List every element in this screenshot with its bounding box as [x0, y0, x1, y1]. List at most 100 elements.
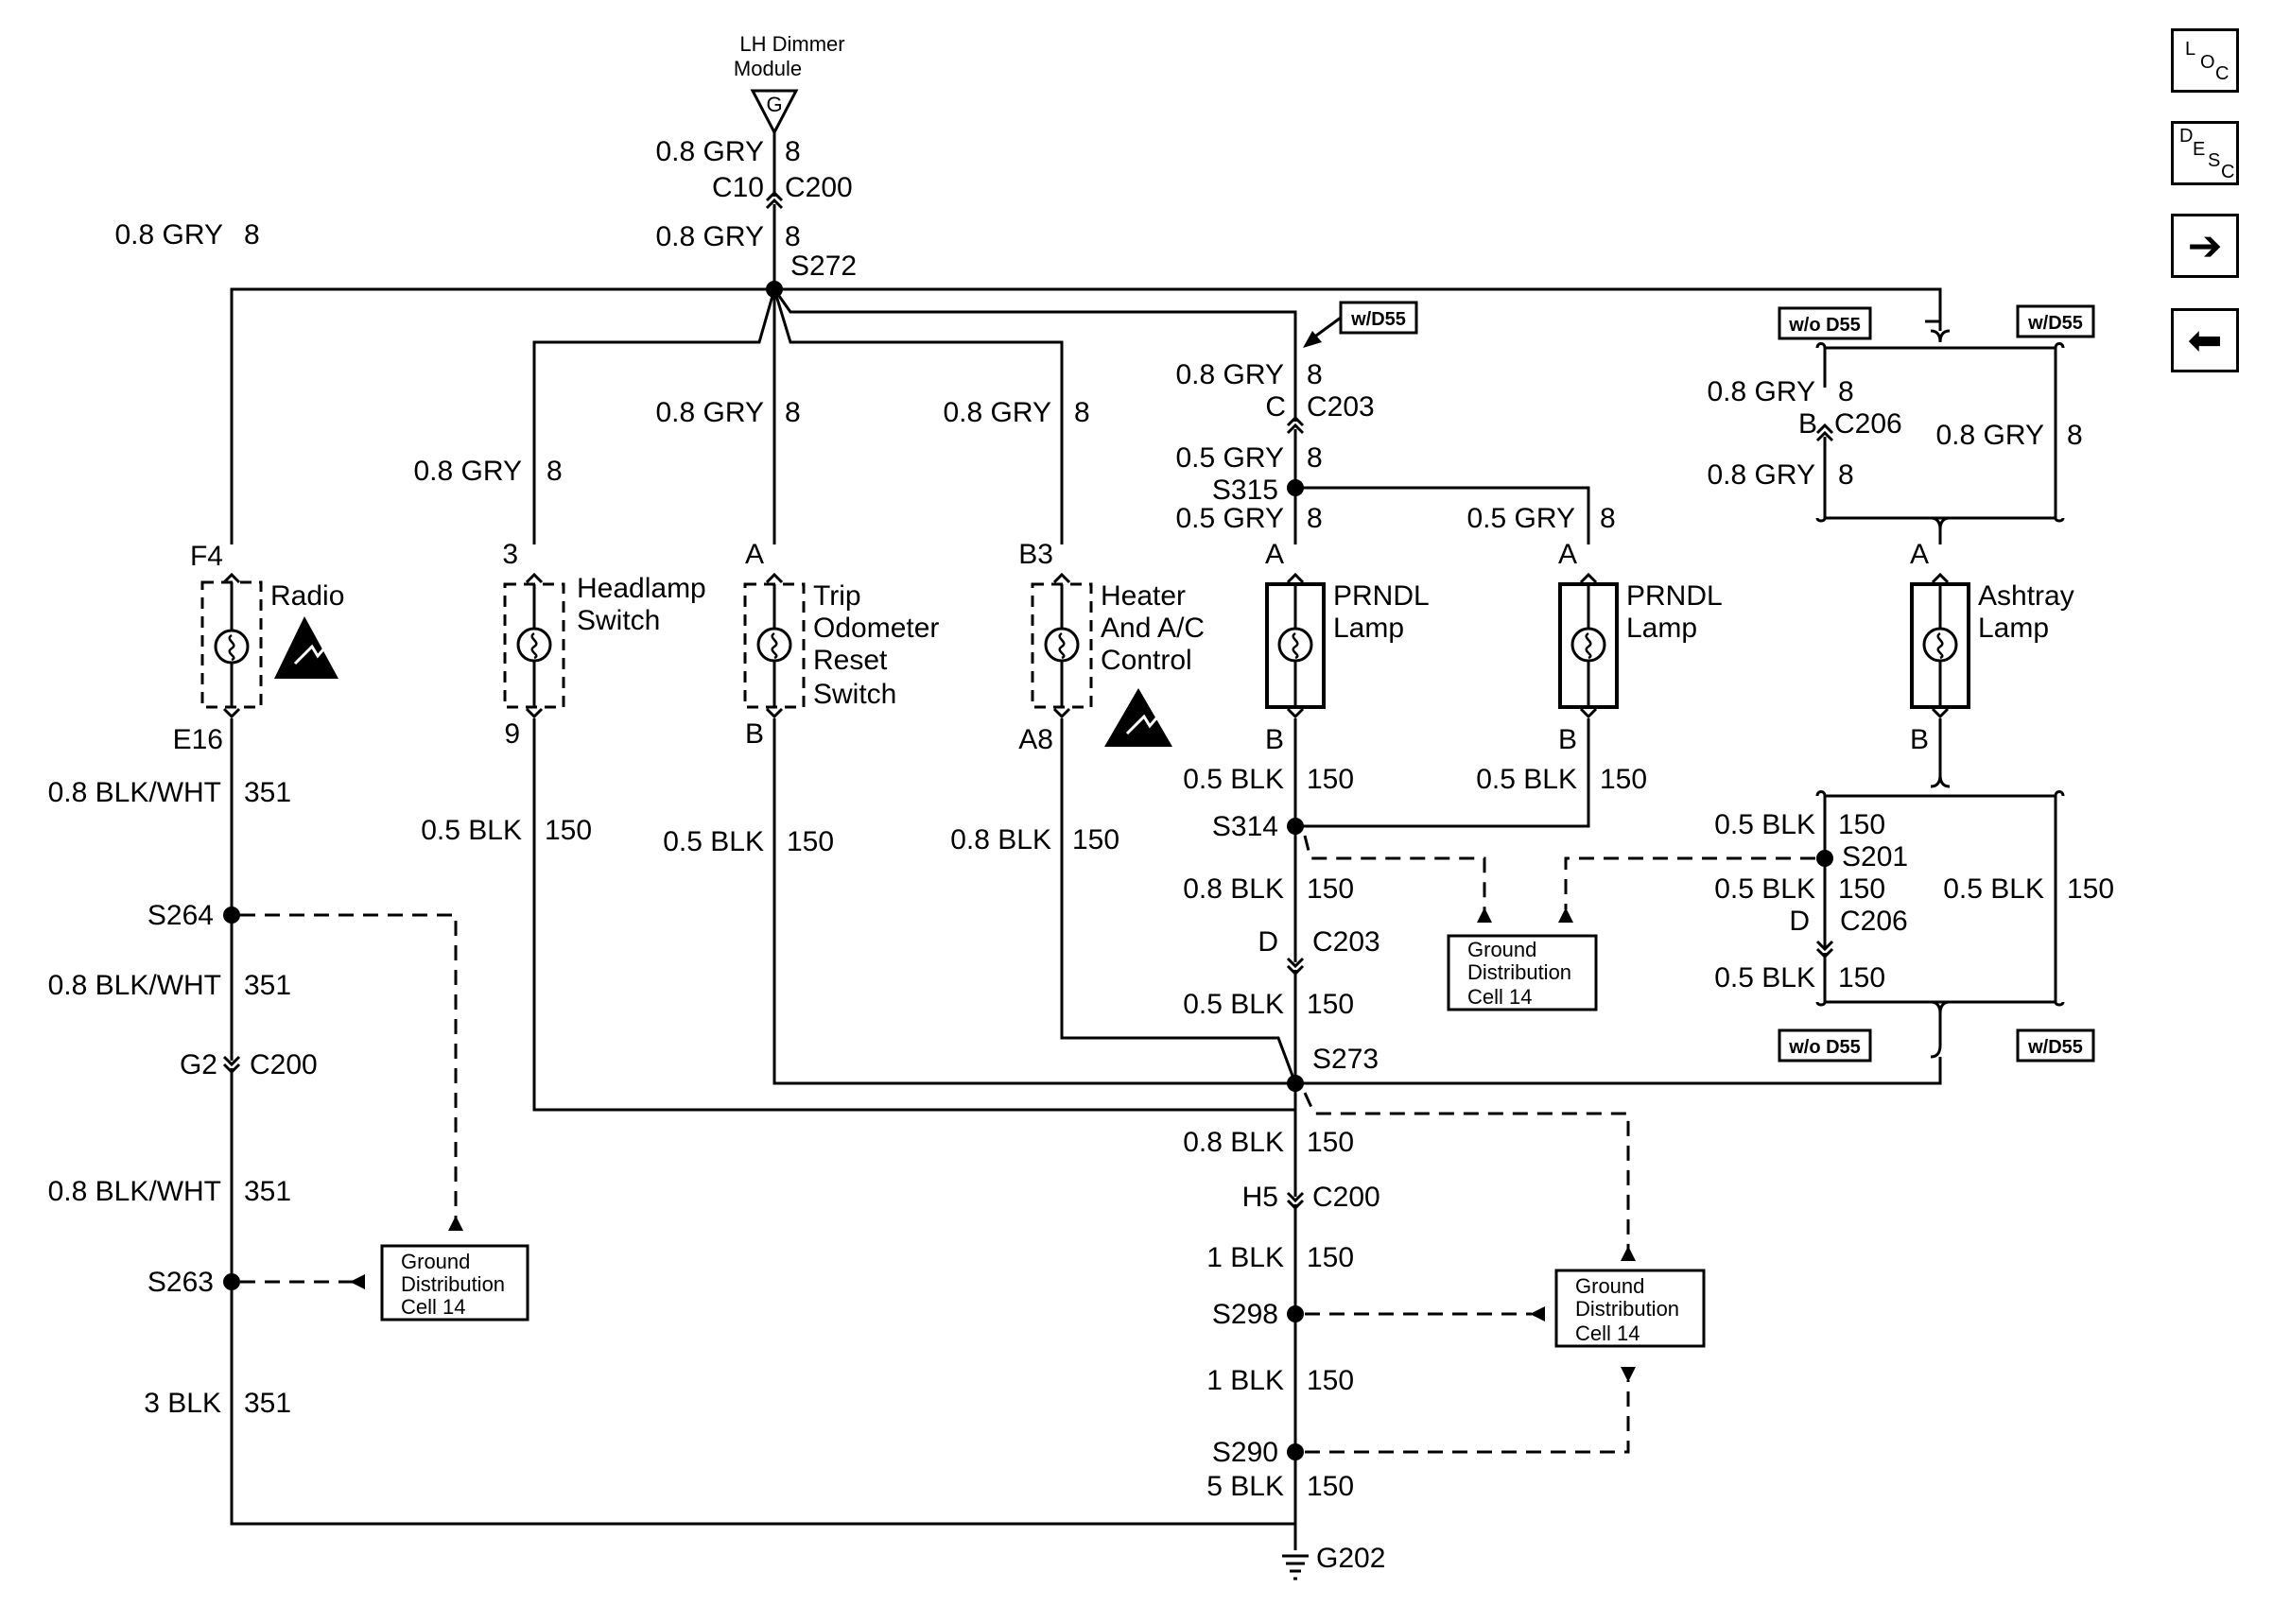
circuit-label: 351 — [244, 970, 291, 1001]
headlamp-switch-label-1: Headlamp — [577, 573, 706, 604]
circuit-label: 8 — [785, 221, 801, 252]
circuit-label: 8 — [2067, 420, 2083, 451]
wire-label: 0.8 GRY — [413, 456, 522, 487]
trip-label-2: Odometer — [813, 613, 939, 644]
circuit-label: 8 — [1838, 376, 1854, 407]
wire-label: 0.5 GRY — [1175, 503, 1284, 534]
desc-letter-c: C — [2221, 162, 2235, 182]
circuit-label: 150 — [1600, 764, 1647, 795]
svg-text:Distribution: Distribution — [401, 1272, 505, 1296]
ground-icon — [1282, 1554, 1309, 1581]
pin-label: E16 — [173, 724, 223, 755]
ground-distribution-box: Ground Distribution Cell 14 — [380, 1244, 529, 1322]
svg-text:w/D55: w/D55 — [1350, 309, 1406, 330]
option-badge-without-d55: w/o D55 — [1778, 1028, 1872, 1063]
wire-label: 3 BLK — [144, 1388, 221, 1419]
ground-label-g202: G202 — [1316, 1543, 1385, 1574]
splice-label-s263: S263 — [147, 1267, 214, 1298]
splice-label-s298: S298 — [1212, 1299, 1278, 1330]
splice-label-s273: S273 — [1312, 1044, 1379, 1075]
pin-label: A — [745, 539, 764, 570]
circuit-label: 351 — [244, 1388, 291, 1419]
wire-label: 0.5 BLK — [1183, 764, 1284, 795]
circuit-label: 150 — [2067, 873, 2114, 905]
wire-label: 0.8 BLK — [1183, 873, 1284, 905]
connector-pin: D — [1258, 926, 1278, 958]
circuit-label: 150 — [1307, 1242, 1354, 1273]
svg-text:Ground: Ground — [1575, 1274, 1644, 1298]
description-button[interactable]: D E S C — [2171, 121, 2239, 185]
headlamp-switch-component: Headlamp Switch — [503, 573, 706, 709]
prndl2-label-2: Lamp — [1626, 613, 1697, 644]
splice-label-s315: S315 — [1212, 475, 1278, 506]
splice-label-s272: S272 — [790, 251, 857, 282]
pin-label: B — [1558, 724, 1577, 755]
arrow-left-icon: ⬅ — [2187, 316, 2223, 365]
wire-label: 0.8 BLK — [1183, 1127, 1284, 1158]
connector-label-c203: C203 — [1307, 391, 1375, 423]
radio-label: Radio — [270, 580, 344, 612]
svg-text:Ground: Ground — [401, 1250, 470, 1273]
dimmer-module-symbol: G — [766, 93, 782, 116]
wire-label: 0.5 GRY — [1175, 442, 1284, 474]
trip-label-3: Reset — [813, 645, 888, 676]
previous-button[interactable]: ⬅ — [2171, 308, 2239, 372]
next-button[interactable]: ➔ — [2171, 214, 2239, 278]
circuit-label: 351 — [244, 777, 291, 808]
ground-distribution-box: Ground Distribution Cell 14 — [1447, 934, 1598, 1011]
svg-text:Cell 14: Cell 14 — [1467, 985, 1532, 1009]
connector-pin: B — [1798, 408, 1817, 440]
connector-label-c206: C206 — [1834, 408, 1902, 440]
trip-odometer-reset-switch: Trip Odometer Reset Switch — [743, 580, 939, 710]
wire-label: 0.5 BLK — [1183, 989, 1284, 1020]
wire-label: 0.8 BLK/WHT — [48, 970, 221, 1001]
trip-label-1: Trip — [813, 580, 861, 612]
svg-text:Cell 14: Cell 14 — [1575, 1322, 1640, 1345]
circuit-label: 150 — [1307, 764, 1354, 795]
pin-label: B — [1910, 724, 1929, 755]
circuit-label: 8 — [1307, 359, 1323, 390]
lh-dimmer-module: LH Dimmer Module G — [734, 32, 845, 136]
esd-icon — [1104, 688, 1172, 747]
circuit-label: 8 — [1600, 503, 1616, 534]
svg-text:w/o D55: w/o D55 — [1788, 1037, 1861, 1058]
prndl-lamp-1: PRNDL Lamp — [1265, 580, 1430, 709]
splice-label-s201: S201 — [1842, 841, 1908, 872]
circuit-label: 150 — [787, 826, 834, 857]
heater-label-1: Heater — [1101, 580, 1186, 612]
svg-text:Distribution: Distribution — [1575, 1297, 1679, 1321]
circuit-label: 150 — [1307, 1365, 1354, 1396]
splice-label-s290: S290 — [1212, 1437, 1278, 1468]
loc-letter-c: C — [2215, 63, 2230, 84]
pin-label: A — [1265, 539, 1284, 570]
svg-text:w/o D55: w/o D55 — [1788, 315, 1861, 336]
loc-letter-l: L — [2185, 39, 2196, 60]
prndl1-label-2: Lamp — [1333, 613, 1404, 644]
ashtray-label-2: Lamp — [1978, 613, 2049, 644]
wire-label: 0.8 GRY — [114, 219, 223, 251]
pin-label: 3 — [502, 539, 518, 570]
option-badge-with-d55: w/D55 — [1339, 301, 1418, 335]
radio-component: Radio — [200, 580, 344, 709]
splice-s264 — [223, 907, 240, 924]
location-button[interactable]: L O C — [2171, 28, 2239, 93]
circuit-label: 8 — [1074, 397, 1090, 428]
splice-label-s314: S314 — [1212, 811, 1278, 842]
arrow-right-icon: ➔ — [2187, 221, 2223, 270]
wire-label: 0.5 BLK — [421, 815, 522, 846]
wire-label: 0.5 BLK — [1714, 809, 1815, 840]
pin-label: F4 — [190, 541, 223, 572]
wire-label: 0.8 BLK — [950, 824, 1051, 855]
circuit-label: 150 — [1307, 1471, 1354, 1502]
wire-label: 0.8 GRY — [943, 397, 1051, 428]
circuit-label: 150 — [1307, 1127, 1354, 1158]
pin-label: A — [1910, 539, 1929, 570]
splice-s298 — [1287, 1305, 1304, 1322]
wire-label: 1 BLK — [1206, 1365, 1284, 1396]
prndl2-label-1: PRNDL — [1626, 580, 1723, 612]
circuit-label: 150 — [1307, 873, 1354, 905]
ground-distribution-box: Ground Distribution Cell 14 — [1554, 1269, 1706, 1348]
wire-label: 0.8 BLK/WHT — [48, 777, 221, 808]
connector-pin: D — [1789, 906, 1810, 937]
splice-s201 — [1816, 850, 1833, 867]
